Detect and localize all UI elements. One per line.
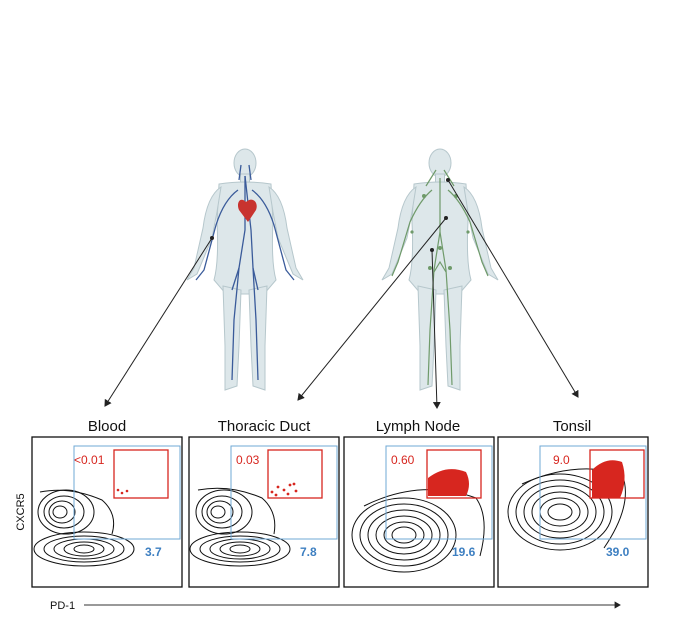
- plot-frame-lymph-node: [343, 436, 495, 588]
- circulatory-body-figure: [186, 148, 304, 391]
- arrow-tonsil: [447, 179, 579, 398]
- blue-gate-blood: [73, 445, 181, 540]
- blue-gate-value-lymph-node: 19.6: [452, 545, 476, 559]
- blue-gate-value-thoracic-duct: 7.8: [300, 545, 317, 559]
- arrow-thoracic-duct: [297, 217, 447, 401]
- contour-plot-tonsil: [507, 468, 626, 551]
- blue-gate-value-blood: 3.7: [145, 545, 162, 559]
- red-gate-value-blood: <0.01: [74, 453, 105, 467]
- plot-frame-thoracic-duct: [188, 436, 340, 588]
- connector-arrows: [104, 179, 579, 409]
- lymph-vessels: [391, 169, 489, 386]
- red-gate-value-tonsil: 9.0: [553, 453, 570, 467]
- lymph-nodes: [410, 194, 470, 270]
- panel-title-blood: Blood: [88, 418, 126, 435]
- arrow-lymph-node: [431, 249, 441, 409]
- arrow-blood: [104, 237, 213, 407]
- red-gate-value-thoracic-duct: 0.03: [236, 453, 260, 467]
- x-axis-label: PD-1: [50, 600, 75, 612]
- plot-frame-blood: [31, 436, 183, 588]
- gated-cells-lymph-node: [428, 469, 469, 496]
- blue-gate-value-tonsil: 39.0: [606, 545, 630, 559]
- lymphatic-body-figure: [381, 148, 499, 391]
- plot-frame-tonsil: [497, 436, 649, 588]
- gated-cells-tonsil: [592, 460, 625, 498]
- red-gate-value-lymph-node: 0.60: [391, 453, 415, 467]
- red-gate-thoracic-duct: [267, 449, 323, 499]
- blue-gate-tonsil: [539, 445, 647, 540]
- gated-cells-thoracic-duct: [270, 482, 298, 497]
- blue-gate-lymph-node: [385, 445, 493, 540]
- red-gate-blood: [113, 449, 169, 499]
- contour-plot-thoracic-duct: [189, 487, 291, 567]
- panel-title-tonsil: Tonsil: [553, 418, 591, 435]
- panel-title-thoracic-duct: Thoracic Duct: [218, 418, 311, 435]
- contour-plot-blood: [33, 489, 135, 567]
- heart-icon: [237, 199, 257, 222]
- panel-title-lymph-node: Lymph Node: [376, 418, 461, 435]
- red-gate-lymph-node: [426, 449, 482, 499]
- gated-cells-blood: [116, 488, 129, 495]
- y-axis-label: CXCR5: [15, 493, 27, 530]
- contour-plot-lymph-node: [351, 489, 485, 573]
- blue-gate-thoracic-duct: [230, 445, 338, 540]
